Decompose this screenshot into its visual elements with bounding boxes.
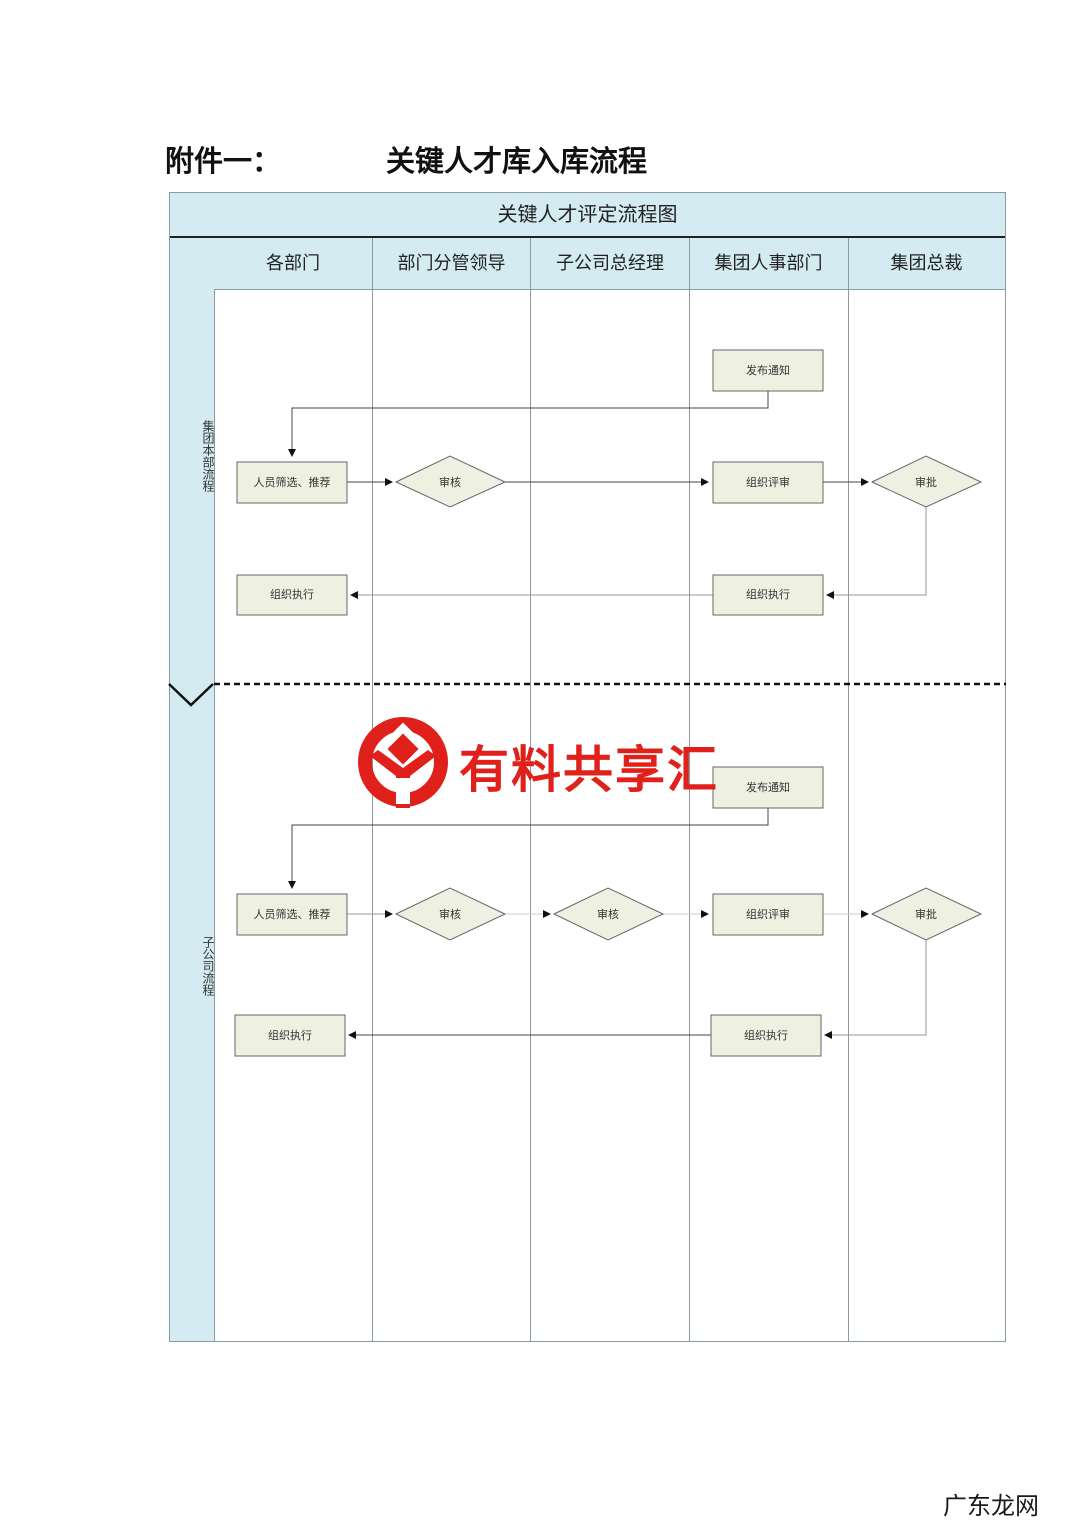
connector-arrow <box>288 391 769 457</box>
lane-header-subsidiary-gm: 子公司总经理 <box>556 253 664 274</box>
node-label: 组织执行 <box>270 587 314 601</box>
node-publish-notice-subsidiary: 发布通知 <box>712 766 824 809</box>
node-organize-review-subsidiary: 组织评审 <box>712 893 824 936</box>
connector-arrow <box>288 808 769 889</box>
decision-approve-hq: 审批 <box>870 455 983 508</box>
node-label: 发布通知 <box>746 363 790 377</box>
node-label: 组织评审 <box>746 907 790 921</box>
node-label: 组织评审 <box>746 475 790 489</box>
lane-header-group-president: 集团总裁 <box>890 253 963 274</box>
node-execute-hr-subsidiary: 组织执行 <box>710 1014 822 1057</box>
watermark: 有料共享汇 <box>356 712 736 816</box>
node-label: 发布通知 <box>746 780 790 794</box>
node-screen-recommend-subsidiary: 人员筛选、推荐 <box>236 893 348 936</box>
node-screen-recommend-hq: 人员筛选、推荐 <box>236 461 348 504</box>
section-label-hq: 集团本部流程 <box>201 420 215 492</box>
corner-site-mark: 广东龙网 <box>943 1492 1039 1520</box>
node-label: 人员筛选、推荐 <box>254 907 331 921</box>
node-publish-notice-hq: 发布通知 <box>712 349 824 392</box>
decision-review-gm-subsidiary: 审核 <box>552 887 665 941</box>
node-label: 组织执行 <box>268 1028 312 1042</box>
lane-divider <box>530 238 531 1341</box>
chevron-down-icon <box>168 683 214 707</box>
connector-arrow <box>824 940 927 1039</box>
watermark-logo-icon <box>358 717 448 808</box>
lane-divider <box>689 238 690 1341</box>
lane-header-row: 各部门 部门分管领导 子公司总经理 集团人事部门 集团总裁 <box>214 238 1005 290</box>
node-label: 人员筛选、推荐 <box>254 475 331 489</box>
node-label: 组织执行 <box>746 587 790 601</box>
node-execute-dept-subsidiary: 组织执行 <box>234 1014 346 1057</box>
node-label: 审批 <box>915 907 937 921</box>
node-label: 审核 <box>439 907 461 921</box>
chart-title: 关键人才评定流程图 <box>170 193 1005 238</box>
node-label: 审批 <box>915 475 937 489</box>
lane-header-dept-leader: 部门分管领导 <box>397 253 506 274</box>
decision-review-leader-subsidiary: 审核 <box>394 887 507 941</box>
document-title: 关键人才库入库流程 <box>386 144 648 178</box>
watermark-text: 有料共享汇 <box>459 741 719 799</box>
attachment-label: 附件一： <box>165 144 282 178</box>
node-label: 审核 <box>439 475 461 489</box>
decision-review-hq: 审核 <box>394 455 507 508</box>
decision-approve-subsidiary: 审批 <box>870 887 983 941</box>
document-heading: 附件一： 关键人才库入库流程 <box>165 138 1005 182</box>
section-label-column: 集团本部流程 子公司流程 <box>170 238 215 1341</box>
node-label: 组织执行 <box>744 1028 788 1042</box>
swimlane-chart: 关键人才评定流程图 集团本部流程 子公司流程 各部门 部门分管领导 子公司总经理… <box>169 192 1006 1342</box>
node-execute-hr-hq: 组织执行 <box>712 574 824 616</box>
node-execute-dept-hq: 组织执行 <box>236 574 348 616</box>
lane-divider <box>848 238 849 1341</box>
node-organize-review-hq: 组织评审 <box>712 461 824 504</box>
section-label-subsidiary: 子公司流程 <box>201 936 215 996</box>
connector-arrow <box>826 507 927 599</box>
lane-header-group-hr: 集团人事部门 <box>714 253 823 274</box>
node-label: 审核 <box>597 907 619 921</box>
lane-header-departments: 各部门 <box>266 253 320 274</box>
